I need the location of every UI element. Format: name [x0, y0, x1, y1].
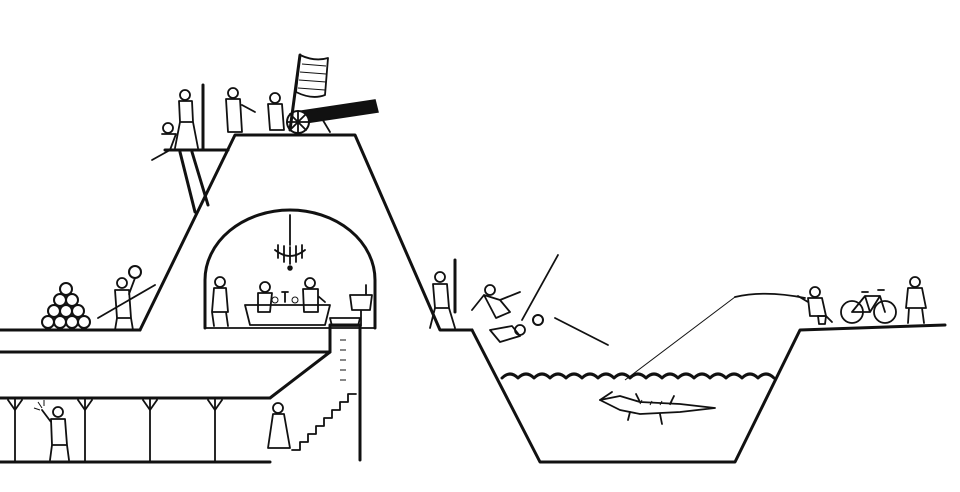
fortress-mound	[138, 133, 474, 332]
wash-basin	[349, 284, 373, 327]
flag	[288, 53, 329, 132]
lady-on-stairs-figure	[267, 402, 291, 449]
diner-figures	[211, 276, 326, 327]
staircase	[291, 317, 361, 451]
bicycle	[840, 289, 897, 324]
corridor-upper-line	[0, 350, 332, 400]
fortress-outline	[0, 133, 947, 464]
crocodile	[599, 391, 716, 425]
fisherman-figure	[797, 286, 833, 325]
moat-walls	[470, 323, 947, 464]
chandelier	[274, 214, 306, 271]
vaulted-dining-hall	[203, 208, 377, 330]
fishing-rod	[624, 292, 806, 381]
gunner-figures	[151, 83, 285, 161]
cannonball-pyramid	[41, 282, 91, 329]
scaffold	[163, 148, 230, 214]
torch-bearer-figure	[33, 400, 70, 461]
water-surface	[500, 372, 776, 380]
cannon	[286, 99, 379, 134]
cannon-platform	[151, 53, 379, 214]
ball-thrower-figure	[97, 265, 156, 331]
corridor-posts	[0, 396, 272, 463]
stair-shaft	[328, 323, 362, 462]
moat-water	[500, 372, 776, 380]
vault-arch	[203, 208, 377, 330]
falling-figures	[429, 254, 609, 346]
onlooker-figure	[905, 276, 927, 324]
